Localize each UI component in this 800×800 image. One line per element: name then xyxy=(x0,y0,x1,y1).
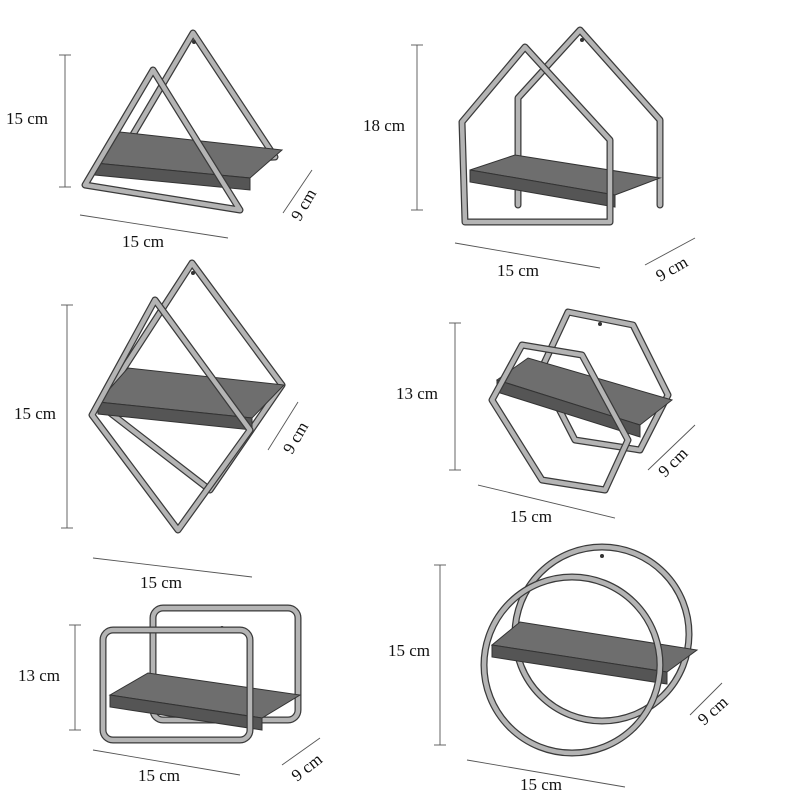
depth-dimension xyxy=(267,401,299,451)
hexagon-shelf: 13 cm 15 cm 9 cm xyxy=(396,308,696,526)
depth-label: 9 cm xyxy=(654,444,691,481)
depth-label: 9 cm xyxy=(653,252,692,285)
front-frame xyxy=(81,66,244,214)
mount-hole xyxy=(600,554,604,558)
diamond-shelf: 15 cm 15 cm 9 cm xyxy=(14,259,312,592)
height-label: 15 cm xyxy=(6,109,48,128)
mount-hole xyxy=(191,271,195,275)
circle-shelf: 15 cm 15 cm 9 cm xyxy=(388,543,732,794)
depth-dimension xyxy=(644,237,696,266)
height-dimension xyxy=(59,54,71,188)
width-label: 15 cm xyxy=(497,261,539,280)
width-label: 15 cm xyxy=(520,775,562,794)
width-dimension xyxy=(477,484,616,519)
width-label: 15 cm xyxy=(140,573,182,592)
height-label: 15 cm xyxy=(388,641,430,660)
height-label: 13 cm xyxy=(396,384,438,403)
depth-label: 9 cm xyxy=(694,692,732,729)
shelf-edge xyxy=(491,644,668,685)
mount-hole xyxy=(598,322,602,326)
front-frame xyxy=(480,573,664,757)
front-frame xyxy=(458,43,614,226)
width-label: 15 cm xyxy=(138,766,180,785)
depth-dimension xyxy=(689,682,723,716)
width-dimension xyxy=(92,749,241,776)
width-label: 15 cm xyxy=(122,232,164,251)
height-dimension xyxy=(434,564,446,746)
height-label: 15 cm xyxy=(14,404,56,423)
depth-dimension xyxy=(282,169,313,214)
shelf-edge xyxy=(469,169,616,208)
depth-label: 9 cm xyxy=(287,185,320,224)
height-dimension xyxy=(69,624,81,731)
shelf-edge xyxy=(109,694,263,731)
depth-dimension xyxy=(281,737,321,766)
front-frame xyxy=(488,341,632,494)
front-frame xyxy=(99,626,254,744)
width-dimension xyxy=(466,759,626,788)
width-label: 15 cm xyxy=(510,507,552,526)
width-dimension xyxy=(79,214,229,239)
back-frame xyxy=(514,26,664,209)
mount-hole xyxy=(580,38,584,42)
depth-label: 9 cm xyxy=(288,750,326,786)
width-dimension xyxy=(92,557,253,578)
triangle-shelf: 15 cm 15 cm 9 cm xyxy=(6,29,320,251)
height-dimension xyxy=(411,44,423,211)
front-frame xyxy=(88,296,254,534)
depth-dimension xyxy=(647,424,696,471)
house-shelf: 18 cm 15 cm 9 cm xyxy=(363,26,696,285)
width-dimension xyxy=(454,242,601,269)
rectangle-shelf: 13 cm 15 cm 9 cm xyxy=(18,604,326,786)
height-dimension xyxy=(61,304,73,529)
height-label: 13 cm xyxy=(18,666,60,685)
mount-hole xyxy=(192,40,196,44)
height-dimension xyxy=(449,322,461,471)
height-label: 18 cm xyxy=(363,116,405,135)
